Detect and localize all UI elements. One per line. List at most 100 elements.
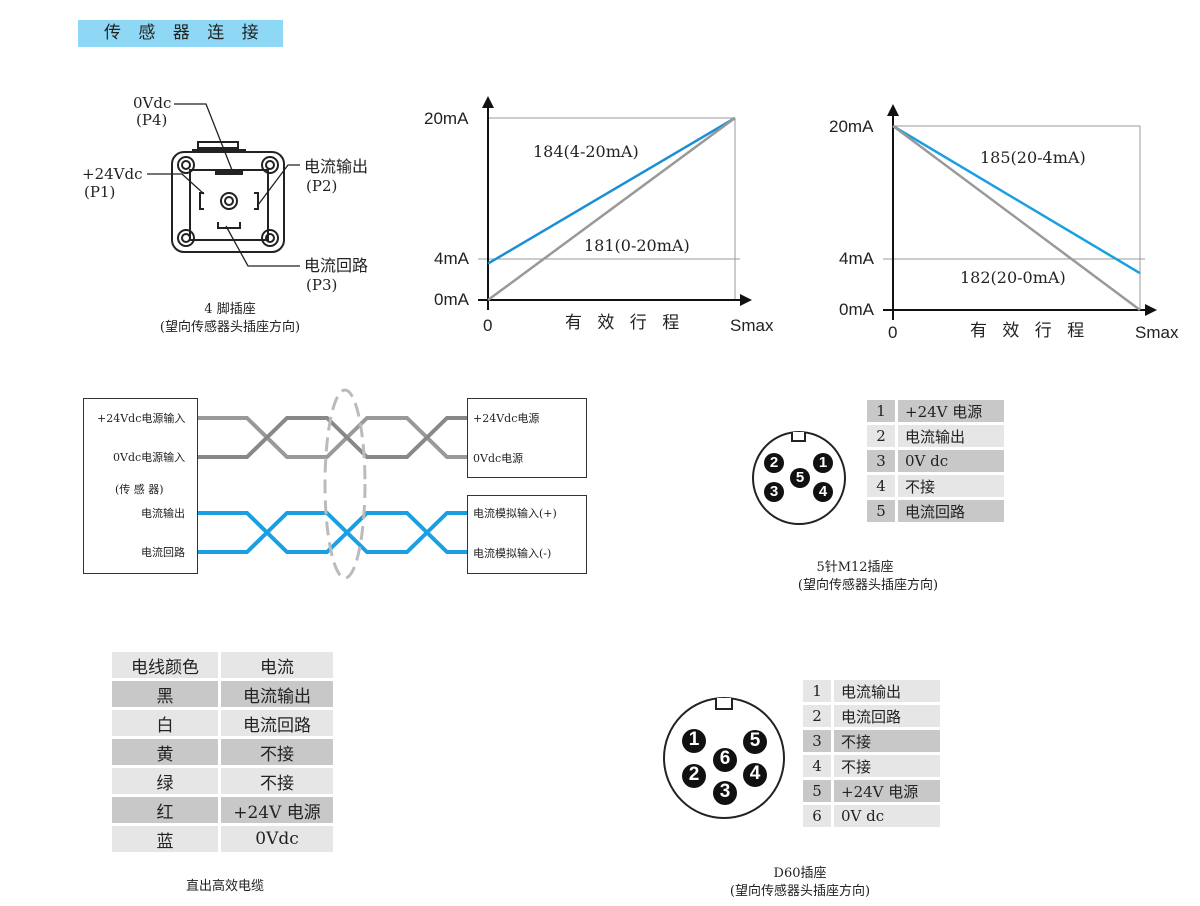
- pin-number: 4: [803, 755, 831, 777]
- m12-pin-1: 1: [818, 453, 828, 471]
- chart-1: [478, 96, 752, 310]
- wire-color: 黑: [112, 681, 218, 707]
- wire-color: 绿: [112, 768, 218, 794]
- table-row: 5+24V 电源: [803, 780, 940, 802]
- pin-function: 电流输出: [834, 680, 940, 702]
- d60-pin-5: 5: [749, 730, 761, 752]
- pin-function: 电流输出: [898, 425, 1004, 447]
- p3-id: (P3): [306, 276, 338, 294]
- chart1-series-181: [487, 116, 736, 302]
- d60-pin-3: 3: [719, 781, 731, 803]
- column-header: 电线颜色: [112, 652, 218, 678]
- pin-function: 不接: [898, 475, 1004, 497]
- d60-caption-sub: (望向传感器头插座方向): [729, 884, 871, 899]
- power-0v-label: 0Vdc电源: [473, 452, 524, 465]
- pin-number: 2: [867, 425, 895, 447]
- chart2-ytick-4: 4mA: [839, 249, 874, 268]
- d60-connector-drawing: [663, 697, 785, 819]
- chart2-xlabel: 有 效 行 程: [970, 321, 1090, 341]
- column-header: 电流: [221, 652, 333, 678]
- m12-caption-sub: (望向传感器头插座方向): [797, 578, 939, 593]
- wire-function: 电流输出: [221, 681, 333, 707]
- pin-number: 5: [867, 500, 895, 522]
- chart1-xtick-smax: Smax: [730, 316, 774, 335]
- wire-function: 不接: [221, 739, 333, 765]
- chart1-xlabel: 有 效 行 程: [565, 313, 685, 333]
- chart2-ytick-20: 20mA: [829, 117, 874, 136]
- pin-function: 不接: [834, 730, 940, 752]
- d60-pin-1: 1: [688, 729, 700, 751]
- table-header: 电线颜色电流: [112, 652, 333, 678]
- pin-number: 5: [803, 780, 831, 802]
- chart2-label-185: 185(20-4mA): [980, 148, 1086, 167]
- four-pin-caption-sub: (望向传感器头插座方向): [159, 320, 301, 335]
- m12-connector-drawing: [752, 431, 846, 525]
- d60-pin-2: 2: [688, 764, 700, 786]
- wire-label-24v-in: +24Vdc电源输入: [97, 412, 186, 425]
- chart2-xtick-0: 0: [888, 323, 898, 342]
- pin-number: 1: [867, 400, 895, 422]
- wire-function: 不接: [221, 768, 333, 794]
- chart2-label-182: 182(20-0mA): [960, 268, 1066, 287]
- pin-function: +24V 电源: [898, 400, 1004, 422]
- four-pin-caption: 4 脚插座: [204, 302, 256, 317]
- pin-number: 2: [803, 705, 831, 727]
- wire-color: 白: [112, 710, 218, 736]
- p4-label: 0Vdc: [133, 94, 172, 112]
- analog-in-plus-label: 电流模拟输入(+): [473, 507, 557, 520]
- pin-number: 6: [803, 805, 831, 827]
- pin-function: 电流回路: [898, 500, 1004, 522]
- table-row: 1+24V 电源: [867, 400, 1004, 422]
- chart2-series-185: [892, 124, 1141, 275]
- chart1-ytick-0: 0mA: [434, 290, 469, 309]
- wire-function: 电流回路: [221, 710, 333, 736]
- p1-label: +24Vdc: [82, 165, 143, 183]
- chart-2: [883, 104, 1157, 320]
- pin-number: 3: [867, 450, 895, 472]
- table-row: 红+24V 电源: [112, 797, 333, 823]
- section-title: 传 感 器 连 接: [78, 20, 283, 47]
- p2-label: 电流输出: [304, 157, 369, 176]
- p1-id: (P1): [84, 183, 116, 201]
- wire-color: 蓝: [112, 826, 218, 852]
- cable-caption: 直出高效电缆: [185, 879, 264, 894]
- d60-caption: D60插座: [773, 866, 827, 881]
- wiring-lines: [197, 388, 527, 580]
- chart2-series-182: [892, 124, 1141, 312]
- m12-caption: 5针M12插座: [816, 560, 894, 575]
- sensor-label: (传 感 器): [115, 483, 164, 496]
- p3-label: 电流回路: [304, 256, 369, 275]
- shield-ellipse: [323, 388, 367, 580]
- pin-function: 不接: [834, 755, 940, 777]
- chart1-label-184: 184(4-20mA): [533, 142, 639, 161]
- m12-pin-4: 4: [818, 482, 828, 500]
- wire-function: +24V 电源: [221, 797, 333, 823]
- p2-id: (P2): [306, 177, 338, 195]
- pin-function: 0V dc: [898, 450, 1004, 472]
- wire-label-current-out: 电流输出: [141, 507, 185, 520]
- chart2-ytick-0: 0mA: [839, 300, 874, 319]
- p4-id: (P4): [136, 111, 168, 129]
- power-24v-label: +24Vdc电源: [473, 412, 540, 425]
- chart1-label-181: 181(0-20mA): [584, 236, 690, 255]
- table-row: 绿不接: [112, 768, 333, 794]
- table-row: 黄不接: [112, 739, 333, 765]
- sensor-box: [83, 398, 198, 574]
- pin-function: 0V dc: [834, 805, 940, 827]
- wire-label-current-return: 电流回路: [141, 546, 185, 559]
- analog-input-box: [467, 495, 587, 574]
